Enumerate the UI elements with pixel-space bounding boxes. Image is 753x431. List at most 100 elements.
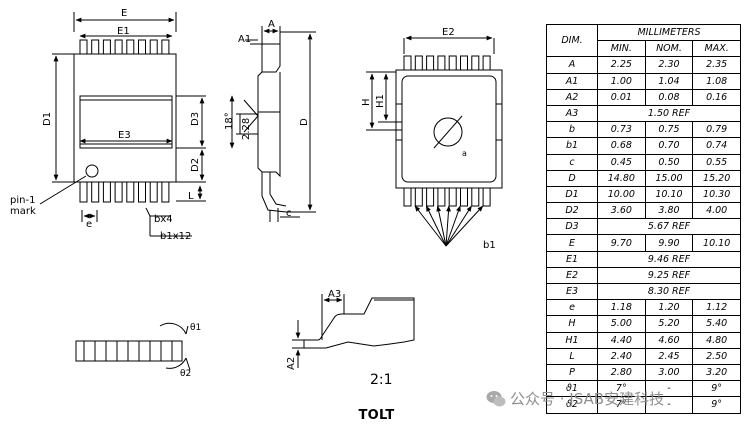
label-A3: A3 bbox=[328, 289, 341, 300]
lead bbox=[114, 181, 123, 203]
row-max: 10.30 bbox=[692, 185, 741, 204]
lead bbox=[482, 187, 491, 207]
lead bbox=[149, 39, 158, 55]
row-ref: 1.50 REF bbox=[597, 104, 741, 123]
bottom-leads bbox=[79, 181, 170, 203]
row-max: 15.20 bbox=[692, 169, 741, 187]
b1-arrow bbox=[425, 205, 447, 247]
row-dim: H bbox=[546, 315, 598, 333]
label-angle18: 18° bbox=[224, 112, 235, 130]
label-theta1: θ1 bbox=[190, 323, 201, 333]
header-max: MAX. bbox=[692, 40, 741, 58]
row-dim: e bbox=[546, 299, 598, 317]
row-max: 0.79 bbox=[692, 121, 741, 139]
row-dim: P bbox=[546, 363, 598, 382]
lead-ticks bbox=[83, 341, 173, 361]
row-nom: 1.04 bbox=[644, 72, 694, 90]
b1-arrow bbox=[445, 205, 472, 247]
label-H: H bbox=[361, 98, 372, 106]
row-min: 1.00 bbox=[597, 72, 646, 90]
row-max: 5.40 bbox=[692, 315, 741, 333]
lead bbox=[102, 181, 111, 203]
lead bbox=[79, 39, 88, 55]
row-max: 1.08 bbox=[692, 72, 741, 90]
row-max: 9° bbox=[692, 380, 741, 398]
header-nom: NOM. bbox=[644, 40, 694, 58]
label-D1: D1 bbox=[42, 112, 53, 126]
label-scale: 2:1 bbox=[370, 372, 393, 388]
label-b1x12: b1x12 bbox=[160, 231, 191, 242]
row-dim: D2 bbox=[546, 202, 598, 220]
lead bbox=[79, 181, 88, 203]
top-view bbox=[39, 12, 206, 237]
pin1-circle bbox=[85, 164, 99, 178]
row-max: 3.20 bbox=[692, 363, 741, 382]
row-min: 5.00 bbox=[597, 315, 646, 333]
row-min: 4.40 bbox=[597, 331, 646, 349]
caption: TOLT bbox=[358, 408, 395, 423]
row-max: 2.50 bbox=[692, 347, 741, 365]
lead bbox=[448, 55, 457, 71]
row-dim: b bbox=[546, 121, 598, 139]
row-min: 1.18 bbox=[597, 299, 646, 317]
row-dim: E3 bbox=[546, 282, 598, 301]
row-min: 3.60 bbox=[597, 202, 646, 220]
b1-arrow bbox=[445, 205, 461, 247]
row-nom: - bbox=[644, 396, 694, 414]
row-max: 0.55 bbox=[692, 153, 741, 171]
row-max: 10.10 bbox=[692, 234, 741, 252]
row-dim: D3 bbox=[546, 218, 598, 236]
row-dim: E bbox=[546, 234, 598, 252]
row-min: 2.25 bbox=[597, 56, 646, 74]
wechat-icon bbox=[486, 391, 506, 407]
lead bbox=[161, 181, 170, 203]
row-dim: A3 bbox=[546, 104, 598, 123]
detail-view bbox=[292, 294, 415, 368]
watermark: 公众号 · JSAB安建科技 bbox=[486, 388, 664, 409]
row-dim: ϑ2 bbox=[546, 396, 598, 414]
row-min: 0.68 bbox=[597, 137, 646, 155]
lead bbox=[426, 187, 435, 207]
label-E2: E2 bbox=[442, 27, 455, 38]
b1-arrow bbox=[414, 205, 447, 247]
label-L: L bbox=[188, 191, 194, 202]
row-dim: H1 bbox=[546, 331, 598, 349]
lead bbox=[126, 39, 135, 55]
b1-arrow bbox=[445, 205, 484, 247]
side-view bbox=[229, 26, 316, 222]
row-ref: 9.46 REF bbox=[597, 250, 741, 268]
b1-arrow bbox=[436, 205, 447, 247]
label-E3: E3 bbox=[118, 130, 131, 141]
row-nom: 0.50 bbox=[644, 153, 694, 171]
row-max: 2.35 bbox=[692, 56, 741, 74]
lead bbox=[91, 181, 100, 203]
row-dim: D1 bbox=[546, 185, 598, 204]
row-min: 14.80 bbox=[597, 169, 646, 187]
lead bbox=[414, 187, 423, 207]
header-millimeters: MILLIMETERS bbox=[597, 23, 741, 42]
row-nom: 0.70 bbox=[644, 137, 694, 155]
row-nom: 10.10 bbox=[644, 185, 694, 204]
label-D2: D2 bbox=[190, 158, 201, 172]
row-ref: 9.25 REF bbox=[597, 266, 741, 285]
row-nom: 5.20 bbox=[644, 315, 694, 333]
row-dim: A2 bbox=[546, 88, 598, 106]
lead bbox=[471, 187, 480, 207]
label-a: a bbox=[462, 149, 467, 158]
label-bx4: bx4 bbox=[154, 214, 173, 225]
row-nom: 1.20 bbox=[644, 299, 694, 317]
label-D3: D3 bbox=[190, 112, 201, 126]
lead bbox=[91, 39, 100, 55]
header-min: MIN. bbox=[597, 40, 646, 58]
label-e: e bbox=[86, 219, 92, 230]
lead bbox=[403, 187, 412, 207]
bottom-view-bottom-leads bbox=[403, 187, 491, 207]
row-max: 4.00 bbox=[692, 202, 741, 220]
lead bbox=[126, 181, 135, 203]
